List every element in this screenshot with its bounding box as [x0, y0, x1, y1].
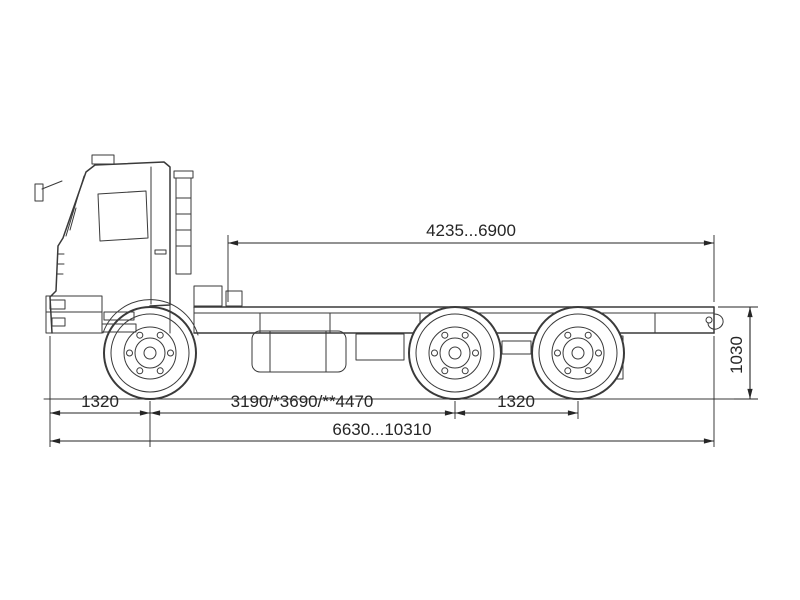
dimension-frame-height: 1030: [718, 306, 758, 400]
headlight: [49, 299, 66, 310]
dimension-row-axles: 1320 3190/*3690/**4470 1320: [49, 336, 715, 447]
cab-step-upper: [103, 311, 135, 321]
rear-wheel-2: [531, 306, 625, 400]
toolbox: [355, 333, 405, 361]
dim-label-overall-length: 6630...10310: [332, 420, 431, 439]
roof-marker-box: [91, 154, 115, 165]
front-wheel: [103, 306, 197, 400]
dim-label-rear-tandem-spacing: 1320: [497, 392, 535, 411]
dim-label-frame-length: 4235...6900: [426, 221, 516, 240]
dimension-overall-length: 6630...10310: [50, 420, 714, 444]
truck-cab: [34, 154, 199, 336]
dim-label-wheelbase: 3190/*3690/**4470: [231, 392, 374, 411]
mirror: [34, 183, 44, 202]
dimension-frame-length: 4235...6900: [227, 221, 715, 302]
fuel-tank: [251, 330, 347, 373]
dim-label-frame-height: 1030: [727, 336, 746, 374]
side-window: [97, 190, 149, 242]
door-handle: [154, 249, 167, 255]
behind-cab-equipment: [193, 285, 243, 307]
rear-hook: [705, 313, 724, 330]
wiper: [69, 207, 77, 231]
rear-suspension: [501, 340, 532, 355]
fog-light: [51, 317, 66, 327]
bumper: [45, 295, 103, 334]
air-intake-stack: [173, 170, 194, 275]
windshield-line: [65, 175, 85, 237]
mirror-arm: [41, 180, 63, 190]
dim-label-front-overhang: 1320: [81, 392, 119, 411]
cab-step-lower: [101, 323, 137, 333]
rear-wheel-1: [408, 306, 502, 400]
